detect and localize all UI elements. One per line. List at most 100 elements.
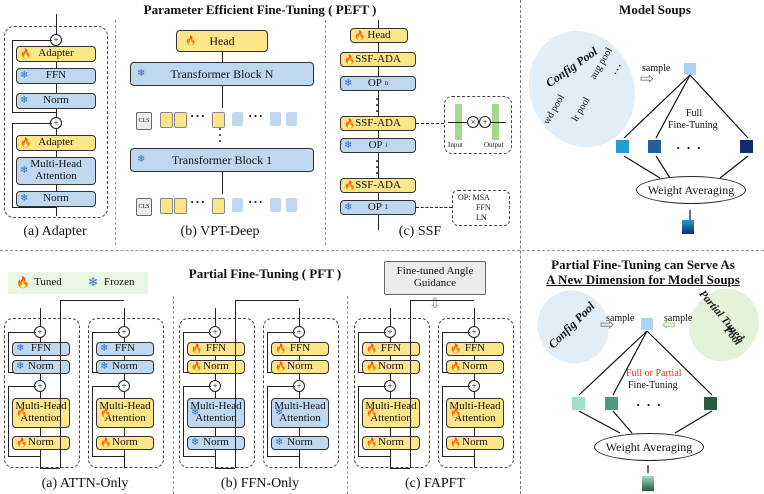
caption-attn-only: (a) ATTN-Only — [41, 476, 129, 491]
transformer-block-1: ❄Transformer Block 1 — [130, 148, 314, 172]
head-block: 🔥Head — [350, 28, 408, 43]
flame-icon: 🔥 — [20, 48, 32, 59]
norm-block: ❄Norm — [12, 360, 70, 374]
ffn-block: ❄FFN — [12, 342, 70, 356]
divider-vertical-4 — [173, 296, 174, 494]
ffn-block: ❄FFN — [96, 342, 154, 356]
image-token — [270, 198, 281, 212]
adapter-main-line — [56, 14, 57, 216]
sample-label: sample — [642, 63, 671, 74]
ffn-block: 🔥FFN — [446, 342, 504, 356]
op-legend-ln: LN — [476, 213, 487, 222]
image-token — [286, 198, 297, 212]
adapter-skip-top — [12, 40, 52, 41]
ssf-ada-block: 🔥SSF-ADA — [340, 116, 416, 131]
flame-icon: 🔥 — [20, 137, 32, 148]
snowflake-icon: ❄ — [20, 164, 29, 176]
full-ft-label-1: Full — [686, 108, 703, 119]
flame-icon: 🔥 — [366, 407, 378, 418]
snowflake-icon: ❄ — [20, 192, 29, 204]
model-square-green-1 — [572, 397, 585, 410]
soups-lines-bottom — [578, 330, 713, 473]
norm-block: 🔥Norm — [446, 360, 504, 374]
prompt-token — [212, 112, 225, 128]
image-token — [232, 198, 243, 212]
snowflake-icon: ❄ — [20, 69, 29, 81]
left-arrow-icon: ⇦ — [662, 315, 677, 334]
flame-icon: 🔥 — [450, 437, 462, 448]
full-or-partial-label: Full or Partial — [626, 368, 682, 379]
norm-block: 🔥Norm — [362, 360, 420, 374]
ellipsis-vertical: ··· — [375, 154, 381, 180]
ssf-ada-block: 🔥SSF-ADA — [340, 52, 416, 67]
flame-icon: 🔥 — [16, 407, 28, 418]
ffn-block: 🔥FFN — [271, 342, 329, 356]
flame-icon: 🔥 — [275, 343, 287, 354]
flame-icon: 🔥 — [185, 35, 197, 46]
norm-block: ❄Norm — [271, 436, 329, 450]
divider-vertical-3 — [520, 0, 521, 494]
legend — [8, 272, 148, 294]
ellipsis: ··· — [676, 140, 708, 155]
flame-icon: 🔥 — [450, 343, 462, 354]
pft-layer-frame — [88, 318, 164, 468]
fine-tuning-label: Fine-Tuning — [628, 380, 678, 391]
op-i-block: ❄OP i — [340, 138, 416, 153]
norm-block: 🔥Norm — [362, 436, 420, 450]
snowflake-icon: ❄ — [191, 406, 200, 418]
pft-layer-frame — [179, 318, 255, 468]
flame-icon: 🔥 — [100, 437, 112, 448]
input-label: Input — [448, 141, 463, 149]
sample-square — [684, 63, 696, 75]
pft-layer-frame — [4, 318, 80, 468]
ellipsis-vertical: ··· — [218, 122, 224, 148]
output-label: Output — [484, 141, 504, 149]
flame-icon: 🔥 — [191, 361, 203, 372]
norm-block: ❄Norm — [16, 191, 96, 207]
divider-horizontal-2 — [522, 250, 764, 251]
flame-icon: 🔥 — [344, 179, 356, 190]
snowflake-icon: ❄ — [100, 342, 109, 354]
sample-label-right: sample — [664, 313, 693, 324]
prompt-token — [160, 198, 173, 214]
cls-token: CLS — [136, 198, 152, 216]
prompt-token — [174, 198, 187, 214]
caption-fapft: (c) FAPFT — [404, 476, 466, 491]
ffn-block: ❄FFN — [16, 68, 96, 84]
pft-layer-frame — [354, 318, 430, 468]
divider-vertical-1 — [115, 20, 116, 245]
norm-block: 🔥Norm — [187, 360, 245, 374]
norm-block: 🔥Norm — [446, 436, 504, 450]
soup-result-bottom — [642, 476, 654, 491]
down-arrow-icon: ⇩ — [429, 297, 441, 312]
op-n-block: ❄OP n — [340, 76, 416, 91]
pft-soups-title-line2: A New Dimension for Model Soups — [546, 272, 740, 287]
snowflake-icon: ❄ — [344, 77, 353, 89]
snowflake-icon: ❄ — [275, 436, 284, 448]
snowflake-icon: ❄ — [344, 139, 353, 151]
snowflake-icon: ❄ — [137, 67, 146, 79]
norm-block: ❄Norm — [96, 360, 154, 374]
model-soups-title: Model Soups — [619, 2, 691, 17]
ellipsis: ··· — [248, 108, 265, 123]
caption-ffn-only: (b) FFN-Only — [220, 476, 300, 491]
ellipsis: ··· — [190, 194, 207, 209]
flame-icon: 🔥 — [191, 343, 203, 354]
flame-icon: 🔥 — [16, 437, 28, 448]
image-token — [286, 112, 297, 126]
soup-result-top — [682, 220, 694, 234]
ellipsis: ··· — [636, 397, 668, 412]
op-legend-ffn: FFN — [476, 203, 491, 212]
caption-ssf: (c) SSF — [398, 224, 442, 239]
ssf-ada-detail — [444, 96, 512, 154]
transformer-block-n: ❄Transformer Block N — [130, 62, 314, 86]
snowflake-icon: ❄ — [275, 406, 284, 418]
legend-frozen: Frozen — [104, 276, 135, 288]
flame-icon: 🔥 — [366, 361, 378, 372]
pft-layer-frame — [263, 318, 339, 468]
op-legend — [452, 190, 510, 226]
